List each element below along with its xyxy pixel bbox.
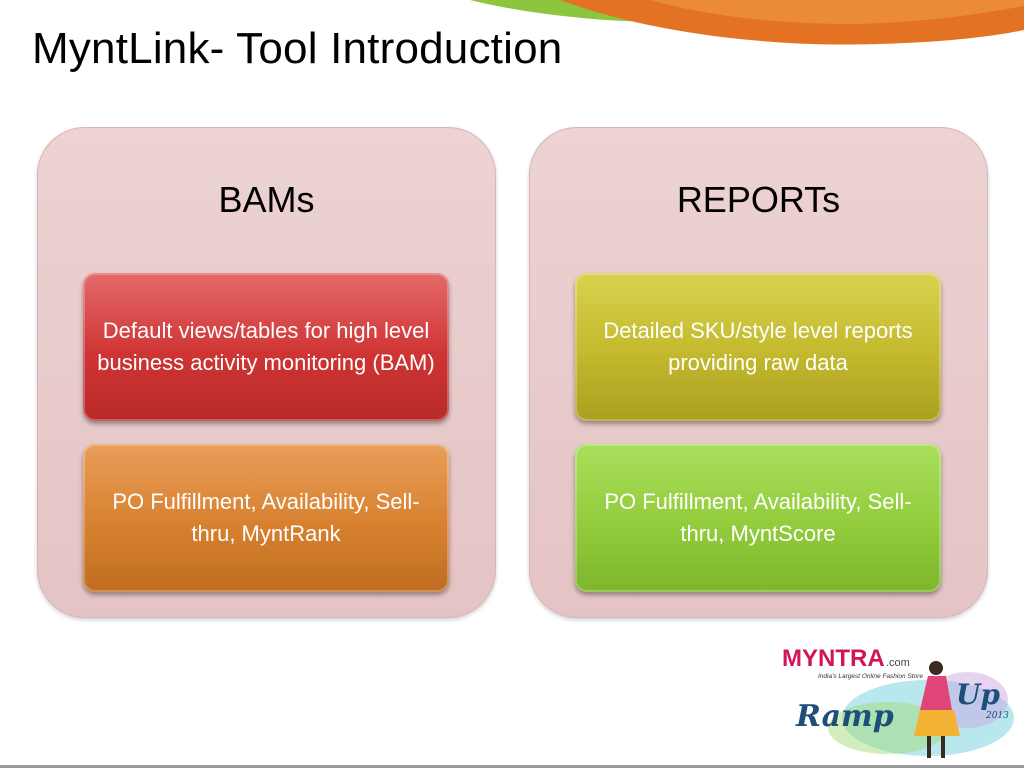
model-figure-icon [914, 661, 960, 758]
logo-brand-text: MYNTRA [782, 645, 885, 672]
decorative-swoosh [470, 0, 1024, 45]
reports-panel: REPORTs Detailed SKU/style level reports… [529, 127, 988, 618]
myntra-ramp-up-logo: MYNTRA .com India's Largest Online Fashi… [782, 645, 1014, 758]
reports-heading: REPORTs [676, 179, 841, 220]
bams-heading: BAMs [218, 179, 315, 220]
logo-up-text: Up [956, 678, 1000, 711]
reports-metrics-text: PO Fulfillment, Availability, Sell-thru,… [604, 489, 912, 546]
bams-definition-box: Default views/tables for high level busi… [83, 273, 449, 421]
logo-splash-green [828, 702, 948, 754]
bams-definition-text: Default views/tables for high level busi… [97, 318, 435, 375]
reports-definition-box: Detailed SKU/style level reports providi… [575, 273, 941, 421]
logo-tagline-text: India's Largest Online Fashion Store [818, 673, 923, 680]
logo-domain-text: .com [886, 657, 910, 669]
logo-year-text: 2013 [985, 711, 1009, 721]
reports-definition-text: Detailed SKU/style level reports providi… [603, 318, 913, 375]
slide-title: MyntLink- Tool Introduction [32, 24, 563, 73]
bams-metrics-box: PO Fulfillment, Availability, Sell-thru,… [83, 444, 449, 592]
bams-panel: BAMs Default views/tables for high level… [37, 127, 496, 618]
light-orange-swoosh [650, 0, 1024, 24]
bams-metrics-text: PO Fulfillment, Availability, Sell-thru,… [112, 489, 420, 546]
bottom-divider [0, 765, 1024, 768]
logo-ramp-text: Ramp [795, 699, 894, 734]
reports-metrics-box: PO Fulfillment, Availability, Sell-thru,… [575, 444, 941, 592]
